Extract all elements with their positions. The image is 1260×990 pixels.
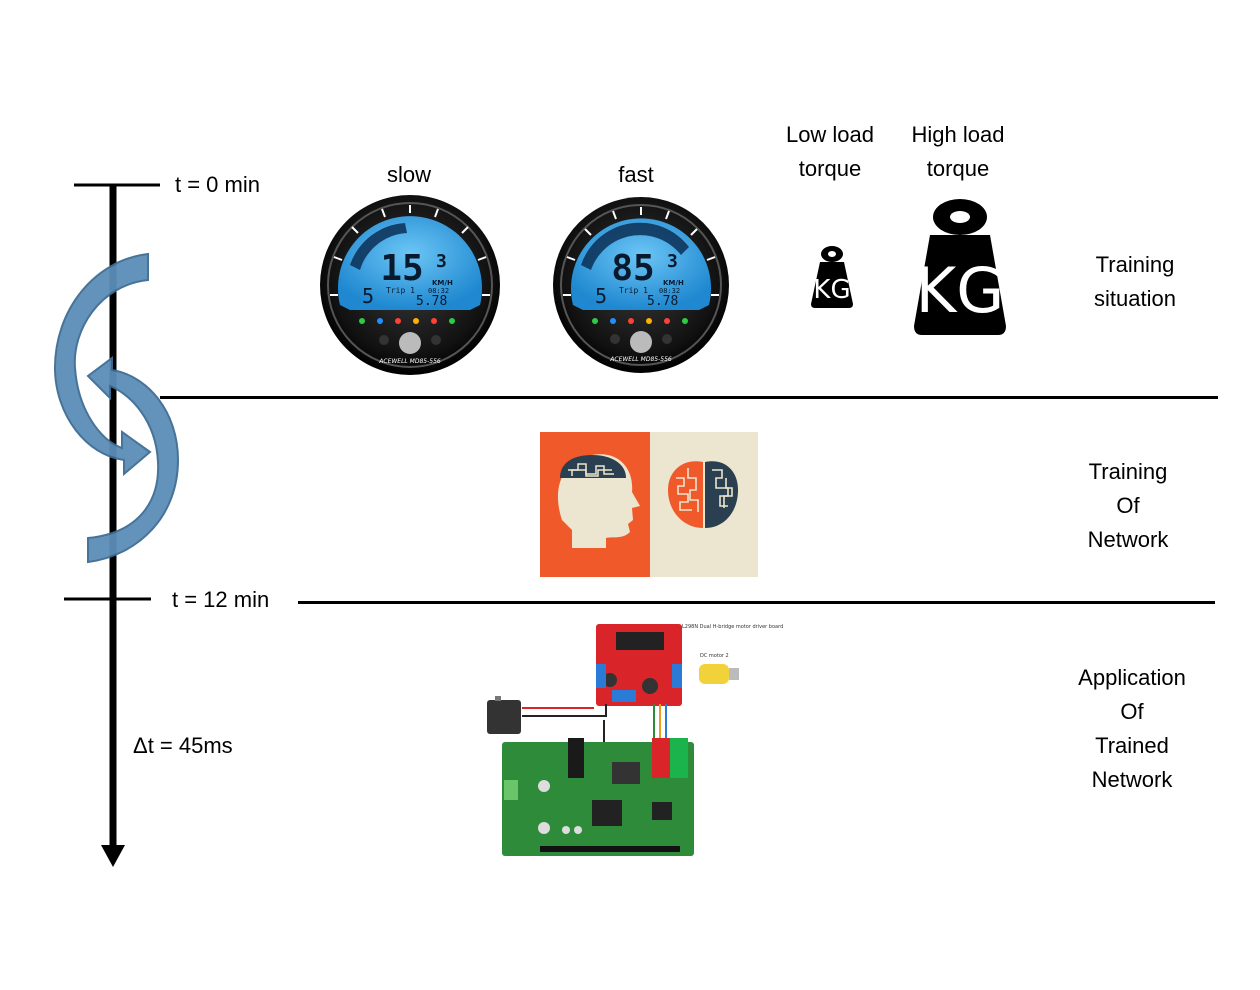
fast-trip-label: Trip 1: [619, 286, 648, 295]
slow-speed-unit: KM/H: [432, 279, 453, 287]
fast-gear: 5: [595, 284, 607, 308]
slow-trip-label: Trip 1: [386, 286, 415, 295]
low-load-label: Low load torque: [785, 122, 875, 181]
speedometer-slow: 15 3 KM/H 5 Trip 1 08:32 5.78 ACEWELL MD…: [320, 195, 500, 375]
training-network-label: Training Of Network: [1087, 459, 1169, 552]
training-situation-label: Training situation: [1094, 252, 1176, 311]
slow-indicator-row: [359, 318, 455, 324]
high-load-weight-icon: KG: [914, 199, 1006, 335]
slow-clock: 08:32: [428, 287, 449, 295]
svg-text:KG: KG: [916, 254, 1005, 327]
t0-label: t = 0 min: [175, 172, 260, 197]
slow-speed-value: 15: [380, 248, 423, 289]
fast-clock: 08:32: [659, 287, 680, 295]
slow-speed-decimal: 3: [436, 251, 447, 272]
svg-text:L298N Dual H-bridge motor driv: L298N Dual H-bridge motor driver board: [682, 624, 783, 630]
cycle-arrows-icon: [53, 252, 180, 564]
fast-speed-value: 85: [611, 248, 654, 289]
svg-text:DC motor 2: DC motor 2: [700, 653, 729, 659]
svg-text:KG: KG: [813, 275, 850, 305]
fast-trip-value: 5.78: [647, 294, 678, 309]
application-label: Application Of Trained Network: [1078, 665, 1186, 792]
brain-network-illustration: [540, 432, 758, 577]
speedometer-fast: 85 3 KM/H 5 Trip 1 08:32 5.78 ACEWELL MD…: [553, 197, 729, 373]
separator-application-top: [298, 601, 1215, 604]
slow-gear: 5: [362, 284, 374, 308]
fast-speed-unit: KM/H: [663, 279, 684, 287]
slow-brand: ACEWELL MD85-556: [378, 358, 441, 365]
separator-training-top: [160, 396, 1218, 399]
fast-brand: ACEWELL MD85-556: [609, 356, 672, 363]
fast-speed-decimal: 3: [667, 251, 678, 272]
fast-indicator-row: [592, 318, 688, 324]
timeline-axis: [64, 183, 160, 867]
fast-label: fast: [618, 162, 654, 187]
t12-label: t = 12 min: [172, 587, 270, 612]
dt-label: Δt = 45ms: [133, 733, 233, 758]
slow-label: slow: [386, 162, 431, 187]
hardware-setup-illustration: L298N Dual H-bridge motor driver board D…: [487, 624, 783, 856]
low-load-weight-icon: KG: [811, 246, 853, 308]
slow-trip-value: 5.78: [416, 294, 447, 309]
high-load-label: High load torque: [911, 122, 1005, 181]
